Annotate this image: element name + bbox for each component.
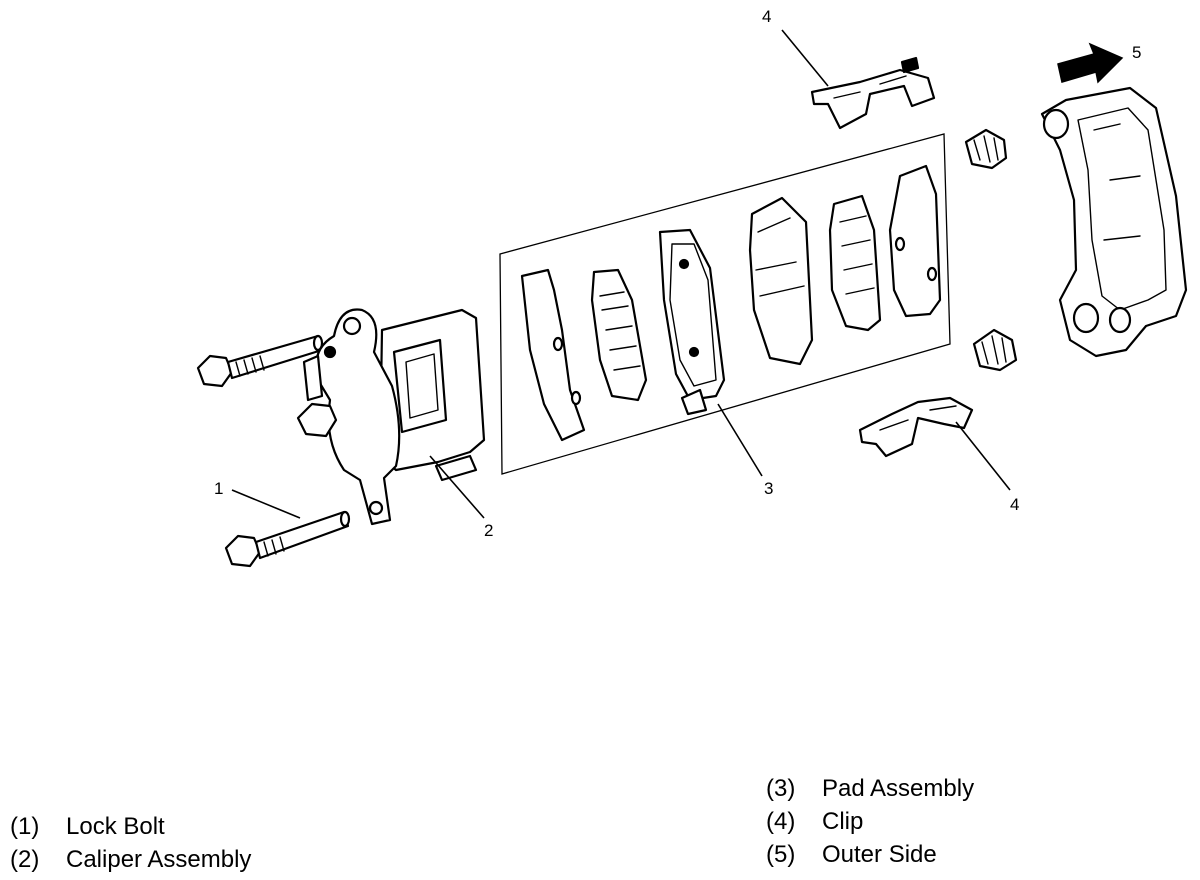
pad-assembly [520, 164, 942, 442]
pad-assembly-frame [499, 133, 951, 475]
leader-3 [717, 403, 763, 477]
clip-top [810, 56, 936, 130]
caliper-assembly [296, 308, 486, 526]
callout-1: 1 [214, 479, 223, 498]
legend-left: (1)Lock Bolt (2)Caliper Assembly [10, 810, 251, 876]
leader-1 [231, 489, 301, 519]
legend-item-pad-assembly: (3)Pad Assembly [766, 775, 975, 802]
legend-item-clip: (4)Clip [766, 808, 864, 835]
callout-5: 5 [1132, 43, 1141, 62]
boot-upper [964, 128, 1008, 170]
boot-lower [972, 328, 1018, 372]
caliper-bracket [1040, 86, 1188, 358]
callout-4-top: 4 [762, 7, 771, 26]
legend-right: (3)Pad Assembly (4)Clip (5)Outer Side [766, 772, 974, 871]
callout-3: 3 [764, 479, 773, 498]
outer-side-arrow [1057, 42, 1124, 84]
legend-item-caliper-assembly: (2)Caliper Assembly [10, 846, 252, 873]
leader-2 [429, 455, 485, 519]
clip-bottom [858, 396, 974, 458]
lock-bolt-lower [224, 510, 351, 568]
leader-4-bottom [955, 421, 1011, 491]
legend-item-outer-side: (5)Outer Side [766, 841, 937, 868]
legend-item-lock-bolt: (1)Lock Bolt [10, 813, 165, 840]
callout-2: 2 [484, 521, 493, 540]
callout-4-bottom: 4 [1010, 495, 1019, 514]
lock-bolt-upper [196, 334, 324, 388]
leader-4-top [781, 29, 829, 87]
